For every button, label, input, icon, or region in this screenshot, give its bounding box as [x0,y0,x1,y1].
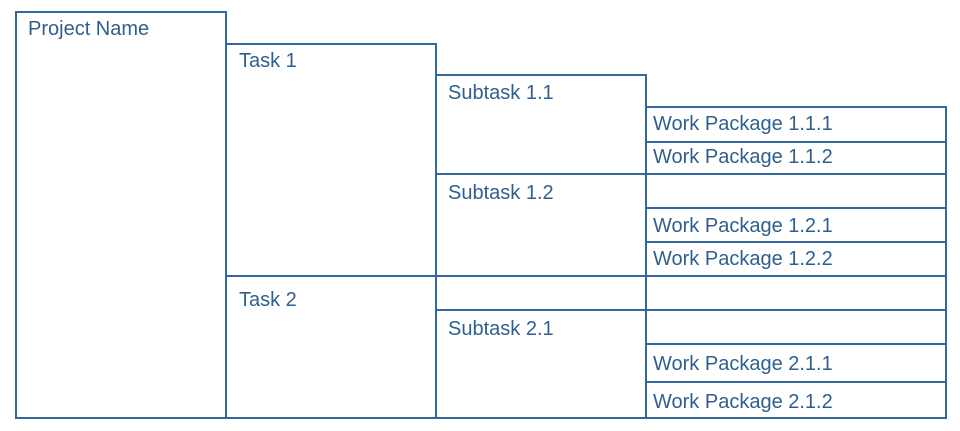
work-package-label-1-1-1: Work Package 1.1.1 [653,113,833,135]
work-package-box-2-1-2 [645,381,947,419]
work-package-box-empty-3 [645,309,947,345]
task-label-2: Task 2 [239,289,297,311]
work-package-label-2-1-2: Work Package 2.1.2 [653,391,833,413]
subtask-label-1-1: Subtask 1.1 [448,82,554,104]
subtask-box-empty [435,275,647,311]
task-box-1 [225,43,437,277]
project-label: Project Name [28,18,150,40]
work-package-label-2-1-1: Work Package 2.1.1 [653,353,833,375]
work-package-label-1-2-1: Work Package 1.2.1 [653,215,833,237]
work-package-label-1-2-2: Work Package 1.2.2 [653,248,833,270]
project-box [15,11,227,419]
work-package-label-1-1-2: Work Package 1.1.2 [653,146,833,168]
task-label-1: Task 1 [239,50,297,72]
work-package-box-empty-1 [645,173,947,209]
subtask-label-2-1: Subtask 2.1 [448,318,554,340]
work-package-box-empty-2 [645,275,947,311]
subtask-label-1-2: Subtask 1.2 [448,182,554,204]
